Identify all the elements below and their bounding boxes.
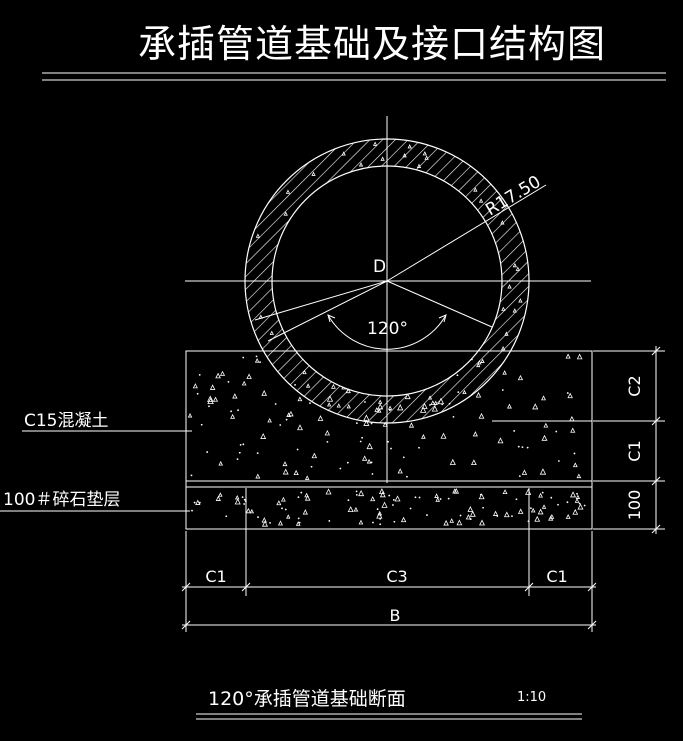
angle-label: 120°	[367, 319, 408, 339]
leaders	[0, 430, 192, 512]
construction-lines	[185, 116, 591, 483]
dim-c1-left: C1	[205, 567, 226, 586]
dim-c1-vertical: C1	[625, 440, 644, 461]
dim-c3: C3	[386, 567, 407, 586]
dim-b: B	[390, 606, 401, 625]
vertical-dimensions	[593, 346, 665, 534]
scale-label: 1:10	[517, 690, 546, 705]
concrete-foundation	[185, 350, 593, 530]
gravel-label: 100＃碎石垫层	[3, 490, 120, 510]
concrete-label: C15混凝土	[24, 411, 109, 431]
section-subtitle: 120°承插管道基础断面	[208, 688, 406, 710]
dim-100: 100	[625, 490, 644, 521]
horizontal-dimensions	[181, 488, 597, 632]
dim-c1-right: C1	[546, 567, 567, 586]
drawing-title: 承插管道基础及接口结构图	[138, 22, 606, 66]
dim-c2-vertical: C2	[625, 375, 644, 396]
diameter-label: D	[373, 257, 386, 277]
subtitle-underline	[196, 713, 582, 720]
